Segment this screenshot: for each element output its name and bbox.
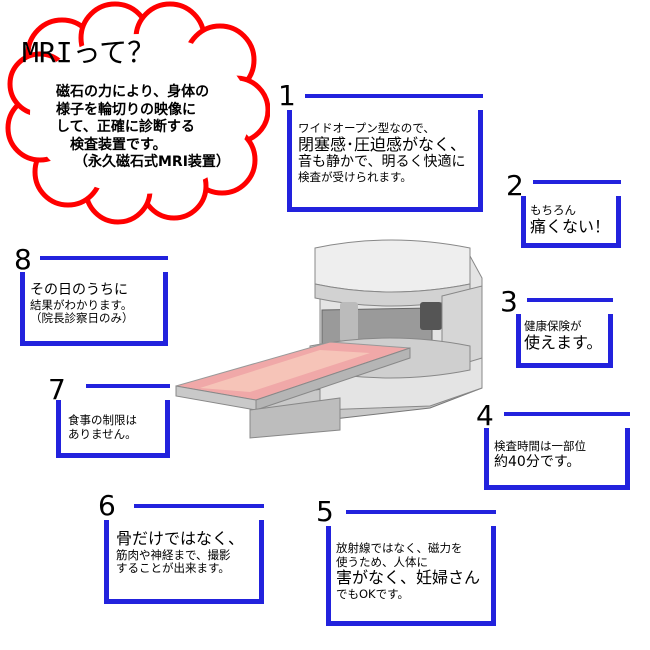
item-number-7: 7 <box>48 373 66 406</box>
cloud-line: して、正確に診断する <box>56 119 195 135</box>
item-3-text: 健康保険が 使えます。 <box>524 319 603 352</box>
cloud-description: 磁石の力により、身体の 様子を輪切りの映像に して、正確に診断する 検査装置です… <box>56 84 230 172</box>
item-7-box <box>56 400 170 458</box>
item-number-5: 5 <box>316 495 334 528</box>
item-2-text: もちろん 痛くない！ <box>530 203 611 236</box>
item-7-text: 食事の制限は ありません。 <box>68 413 137 441</box>
item-5-line: でもOKです。 <box>336 587 409 601</box>
item-6-line: 筋肉や神経まで、撮影 <box>116 547 231 562</box>
item-6-line: することが出来ます。 <box>116 561 230 576</box>
item-2-line: 痛くない！ <box>530 216 611 236</box>
item-2-box <box>521 196 621 248</box>
item-5-line: 使うため、人体に <box>336 554 428 569</box>
item-8-line: 結果がわかります。 <box>30 297 133 312</box>
item-number-6: 6 <box>98 489 116 522</box>
item-8-line: その日のうちに <box>30 282 128 298</box>
cloud-line: 検査装置です。 <box>70 136 167 153</box>
item-5-line: 害がなく、妊婦さん <box>336 568 481 588</box>
item-5-line: 放射線ではなく、磁力を <box>336 541 463 555</box>
item-6-line: 骨だけではなく、 <box>116 529 245 548</box>
cloud-line: 様子を輪切りの映像に <box>56 101 196 118</box>
item-3-line: 健康保険が <box>524 319 582 333</box>
mri-machine-illustration <box>175 239 483 439</box>
item-5-box <box>326 526 496 626</box>
item-1-top-bar <box>305 94 483 98</box>
item-6-top-bar <box>134 504 264 508</box>
item-4-line: 検査時間は一部位 <box>494 439 586 453</box>
item-5-text: 放射線ではなく、磁力を 使うため、人体に 害がなく、妊婦さん でもOKです。 <box>336 541 481 602</box>
item-1-line: 閉塞感･圧迫感がなく、 <box>298 134 467 154</box>
cloud-shape <box>5 1 270 225</box>
item-number-3: 3 <box>500 285 518 318</box>
item-3-box <box>516 314 613 368</box>
item-number-2: 2 <box>506 169 524 202</box>
item-1-line: 検査が受けられます。 <box>298 169 412 184</box>
item-5-top-bar <box>346 510 496 514</box>
item-1-text: ワイドオープン型なので、 閉塞感･圧迫感がなく、 音も静かで、明るく快適に 検査… <box>298 121 467 185</box>
cloud-line: （永久磁石式MRI装置） <box>74 154 230 170</box>
item-number-1: 1 <box>278 79 296 112</box>
item-7-top-bar <box>86 384 170 388</box>
item-4-text: 検査時間は一部位 約40分です。 <box>494 439 586 470</box>
item-number-4: 4 <box>476 399 494 432</box>
item-2-top-bar <box>533 180 621 184</box>
item-1-line: 音も静かで、明るく快適に <box>298 154 466 171</box>
item-6-box <box>104 520 264 604</box>
item-6-text: 骨だけではなく、 筋肉や神経まで、撮影 することが出来ます。 <box>116 529 245 576</box>
cloud-title: MRIって？ <box>22 36 156 69</box>
item-1-line: ワイドオープン型なので、 <box>298 121 435 135</box>
item-2-line: もちろん <box>530 203 576 217</box>
item-8-line: （院長診察日のみ） <box>30 311 134 326</box>
item-4-top-bar <box>504 412 630 416</box>
item-3-line: 使えます。 <box>524 332 603 352</box>
item-3-top-bar <box>527 298 613 302</box>
item-1-box <box>287 110 483 212</box>
item-4-box <box>484 428 630 490</box>
item-7-line: ありません。 <box>68 426 137 441</box>
item-7-line: 食事の制限は <box>68 413 137 427</box>
item-8-box <box>20 272 168 346</box>
item-8-top-bar <box>40 256 168 260</box>
item-8-text: その日のうちに 結果がわかります。 （院長診察日のみ） <box>30 282 134 326</box>
item-4-line: 約40分です。 <box>494 453 581 470</box>
item-number-8: 8 <box>14 243 32 276</box>
cloud-line: 磁石の力により、身体の <box>56 84 210 100</box>
